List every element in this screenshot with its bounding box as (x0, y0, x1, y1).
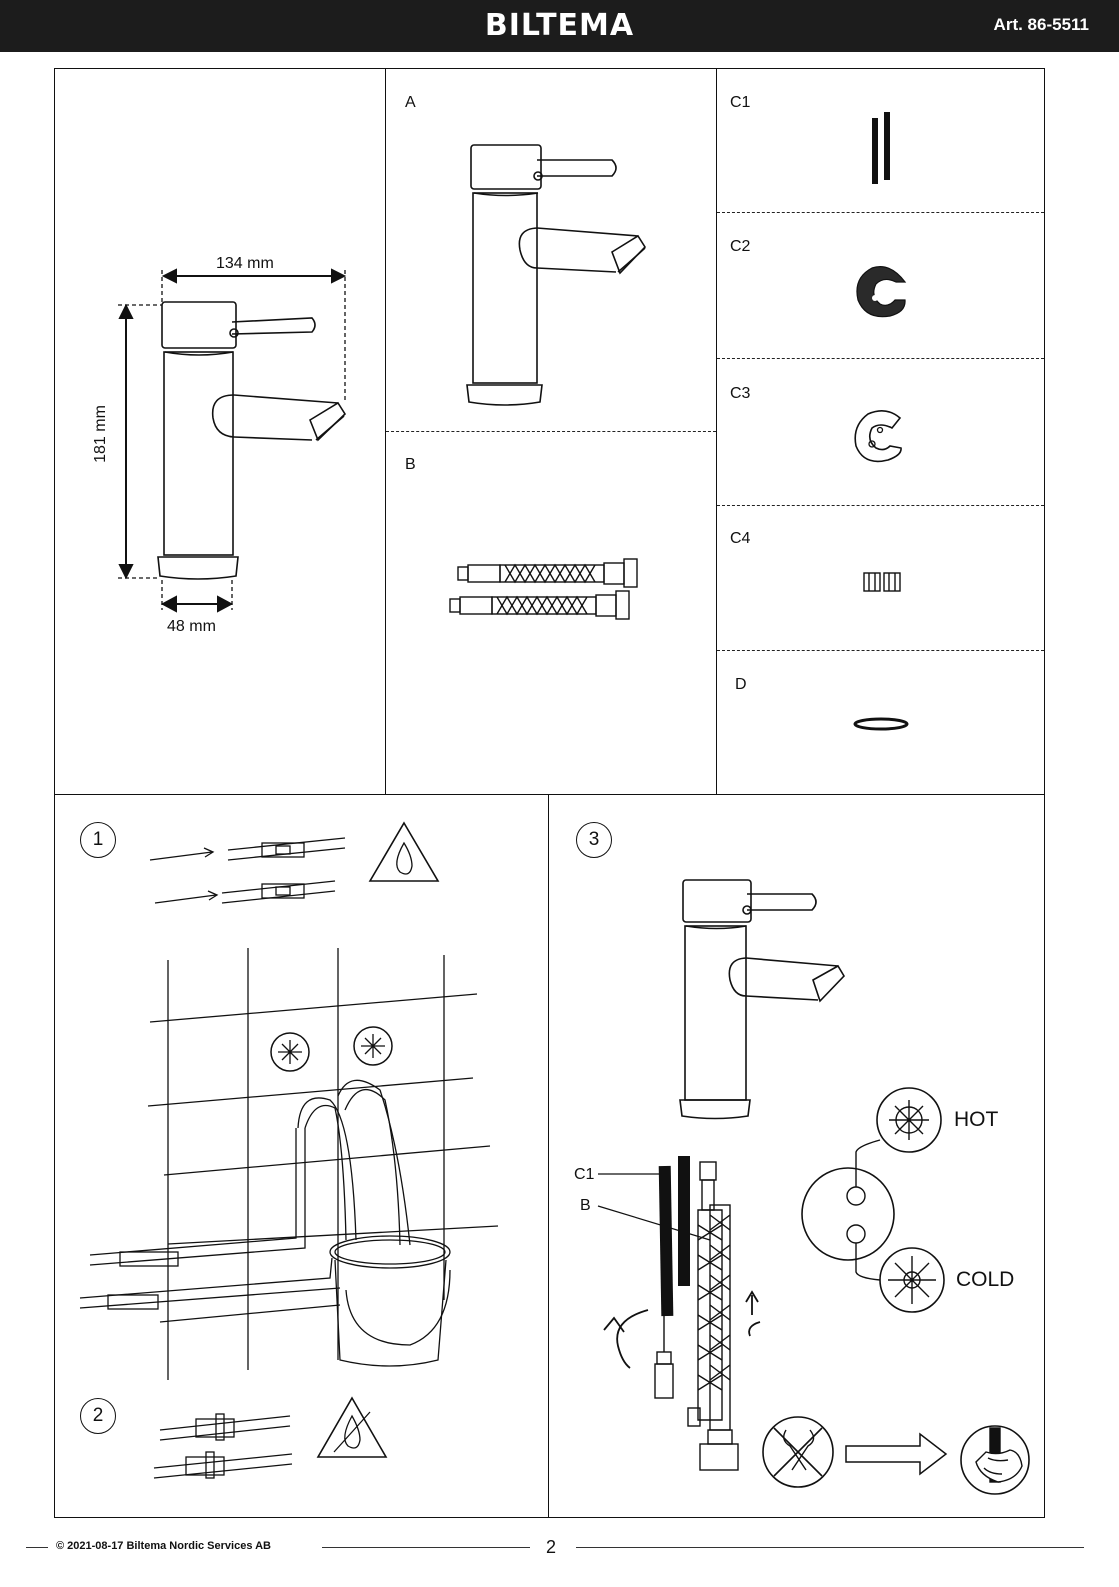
footer-copyright: © 2021-08-17 Biltema Nordic Services AB (56, 1540, 271, 1552)
page-number: 2 (546, 1537, 556, 1558)
